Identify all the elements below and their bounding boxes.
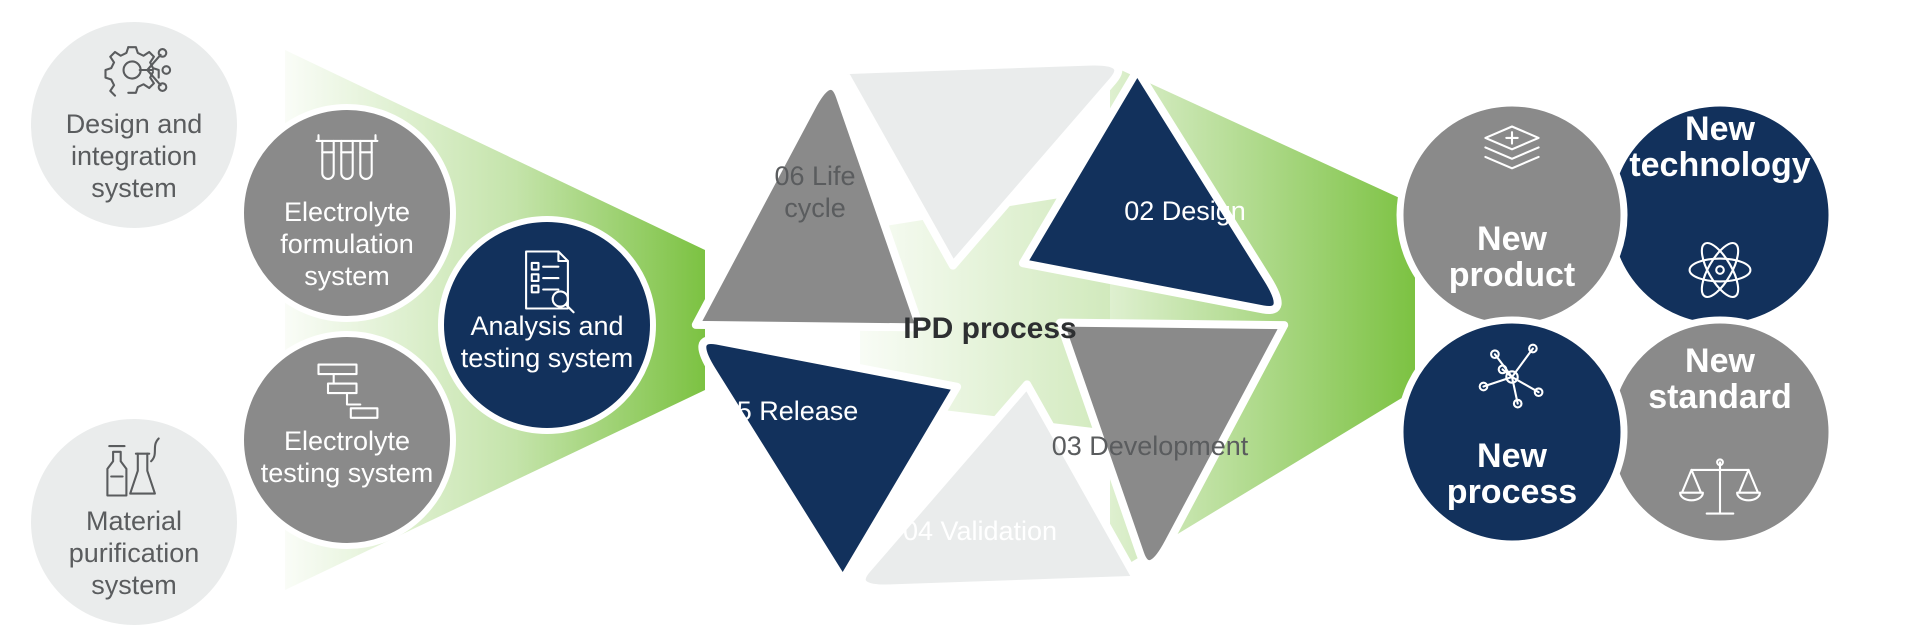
stage-label-line: 04 Validation	[903, 516, 1057, 546]
input-circle	[25, 413, 243, 631]
stage-petal	[1018, 66, 1282, 315]
input-label-line: Analysis and	[470, 311, 623, 341]
output-label-line: New	[1477, 220, 1547, 258]
input-label-line: system	[91, 570, 177, 600]
stage-petal	[857, 380, 1141, 593]
stage-label-line: 03 Development	[1052, 431, 1249, 461]
output-label-line: technology	[1629, 146, 1810, 184]
stage-validation: 04 Validation	[698, 335, 1057, 584]
stage-label: 03 Development	[1052, 431, 1249, 461]
gear-network-icon	[104, 46, 172, 97]
input-circle	[438, 216, 656, 434]
stage-design: 02 Design	[1056, 196, 1289, 569]
output-label-line: New	[1477, 437, 1547, 475]
layers-icon	[1484, 125, 1540, 170]
input-label-line: system	[304, 261, 390, 291]
process-title: IPD process	[903, 312, 1076, 345]
output-label-line: process	[1447, 473, 1577, 511]
input-label-line: system	[91, 173, 177, 203]
stage-petal	[691, 81, 924, 332]
output-label-line: standard	[1648, 378, 1792, 416]
stage-petal	[1056, 318, 1289, 569]
input-label-line: Material	[86, 506, 182, 536]
stage-petal	[698, 335, 962, 584]
input-label-line: testing system	[261, 458, 434, 488]
input-label-line: Design and	[66, 109, 203, 139]
input-label-line: Electrolyte	[284, 426, 410, 456]
stage-label-line: 02 Design	[1124, 196, 1246, 226]
stage-release: 05 Release	[691, 81, 924, 426]
output-label-line: New	[1685, 110, 1755, 148]
stage-label: 05 Release	[722, 396, 859, 426]
input-circle	[25, 16, 243, 234]
stage-label-line: 06 Life	[774, 161, 855, 191]
stage-label-line: 05 Release	[722, 396, 859, 426]
pipeline-icon	[317, 363, 379, 419]
output-label-line: product	[1449, 256, 1576, 294]
stage-label: 04 Validation	[903, 516, 1057, 546]
report-magnifier-icon	[525, 250, 575, 314]
stage-label: 02 Design	[1124, 196, 1246, 226]
stage-petal	[839, 57, 1123, 270]
input-circle	[238, 104, 456, 322]
scales-icon	[1679, 458, 1761, 515]
input-label-line: Electrolyte	[284, 197, 410, 227]
input-circle	[238, 331, 456, 549]
test-tubes-icon	[315, 134, 379, 180]
output-label-line: New	[1685, 342, 1755, 380]
output-circle	[1396, 316, 1628, 548]
input-label-line: testing system	[461, 343, 634, 373]
stage-development: 03 Development	[857, 380, 1249, 593]
bottles-icon	[106, 437, 160, 497]
input-label-line: purification	[69, 538, 200, 568]
input-label-line: integration	[71, 141, 197, 171]
atom-icon	[1688, 242, 1752, 298]
network-icon	[1478, 343, 1544, 409]
stage-label-line: cycle	[784, 193, 846, 223]
input-label-line: formulation	[280, 229, 414, 259]
